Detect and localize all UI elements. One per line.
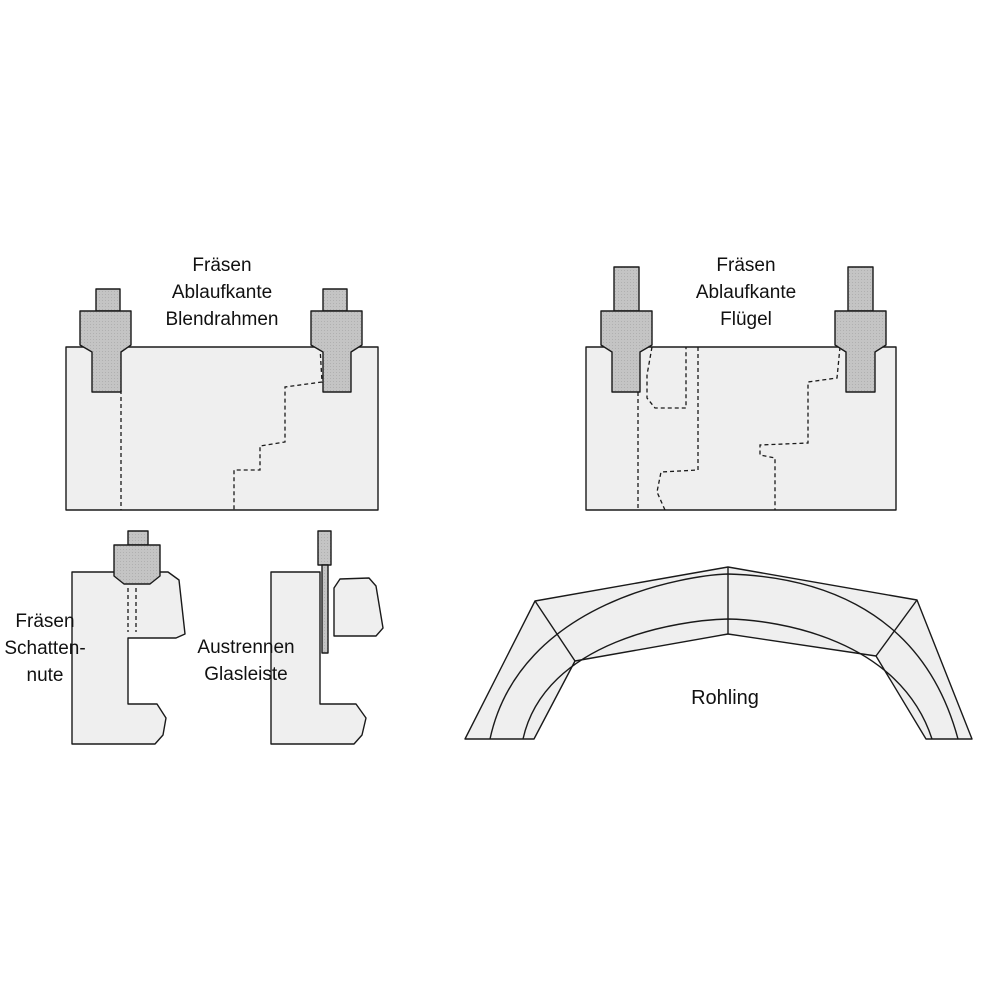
blendrahmen-cut-line-right: [233, 346, 323, 510]
label-line: Flügel: [720, 309, 772, 330]
rohling-blank: [464, 566, 973, 740]
milling-cutter-icon: [310, 288, 363, 393]
label-line: Fräsen: [716, 255, 776, 276]
label-glasleiste: Austrennen Glasleiste: [186, 634, 306, 688]
label-line: Blendrahmen: [165, 309, 279, 330]
glasleiste-profile: [270, 571, 367, 745]
schattennute-profile: [71, 571, 186, 745]
panel-blendrahmen: [65, 288, 379, 511]
label-line: Austrennen: [197, 637, 295, 658]
label-line: Ablaufkante: [171, 282, 273, 303]
panel-rohling: [464, 566, 973, 740]
panel-glasleiste: [270, 530, 384, 745]
rohling-joint-left: [534, 600, 576, 662]
milling-cutter-icon: [79, 288, 132, 393]
label-line: Schatten-: [4, 638, 86, 659]
milling-cutter-icon: [317, 530, 332, 654]
label-line: Glasleiste: [204, 664, 288, 685]
label-line: Fräsen: [192, 255, 252, 276]
label-schattennute: Fräsen Schatten- nute: [0, 608, 90, 689]
label-fluegel: Fräsen Ablaufkante Flügel: [666, 252, 826, 333]
fluegel-cut-line-4: [759, 346, 841, 510]
label-blendrahmen: Fräsen Ablaufkante Blendrahmen: [142, 252, 302, 333]
milling-cutter-icon: [113, 530, 161, 585]
label-rohling: Rohling: [691, 687, 759, 709]
label-line: Fräsen: [15, 611, 75, 632]
label-line: Ablaufkante: [695, 282, 797, 303]
glasleiste-strip: [333, 577, 384, 637]
milling-cutter-icon: [600, 266, 653, 393]
panel-schattennute: [71, 530, 186, 745]
rohling-joint-right: [875, 599, 918, 657]
panel-fluegel: [585, 266, 897, 511]
fluegel-cut-line-2: [646, 346, 687, 409]
milling-cutter-icon: [834, 266, 887, 393]
label-line: nute: [26, 665, 64, 686]
